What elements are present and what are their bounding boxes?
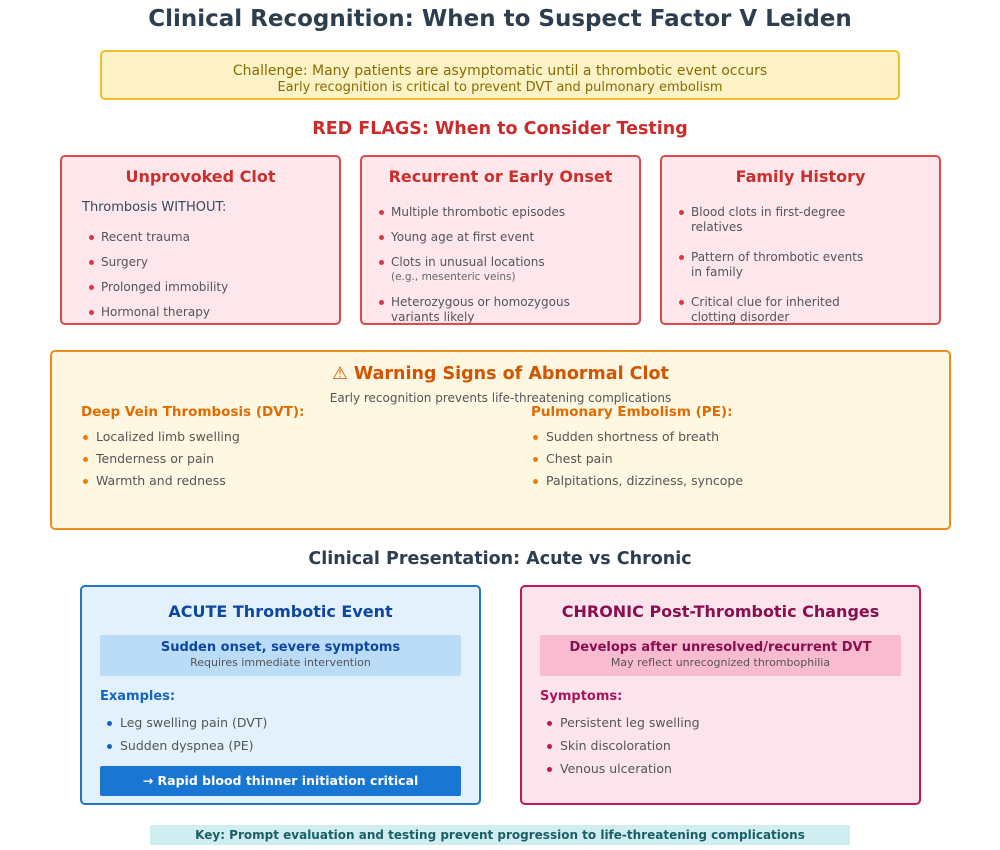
list-item: Multiple thrombotic episodes [391,205,566,219]
list-item: Hormonal therapy [101,305,210,319]
page-title: Clinical Recognition: When to Suspect Fa… [148,6,852,32]
card-title: Unprovoked Clot [125,167,276,186]
list-item: Recent trauma [101,230,190,244]
pe-heading: Pulmonary Embolism (PE): [531,404,733,420]
chronic-item: Skin discoloration [560,738,671,753]
chronic-section-label: Symptoms: [540,689,623,704]
bullet-dot [379,260,384,265]
list-item-line: relatives [691,220,743,234]
bullet-dot [379,235,384,240]
chronic-item: Venous ulceration [560,761,672,776]
list-item-line: Blood clots in first-degree [691,205,846,219]
acute-band-title: Sudden onset, severe symptoms [160,640,401,655]
chronic-title: CHRONIC Post-Thrombotic Changes [561,602,880,621]
card-title: Recurrent or Early Onset [388,167,613,186]
bullet-dot [547,744,552,749]
bullet-dot [83,435,88,440]
pe-item: Chest pain [546,451,613,466]
bullet-dot [107,721,112,726]
bullet-dot [533,435,538,440]
warning-signs-panel: ⚠ Warning Signs of Abnormal Clot Early r… [50,350,951,530]
chronic-changes-card: CHRONIC Post-Thrombotic Changes Develops… [520,585,921,805]
bullet-dot [89,260,94,265]
list-item-line: Heterozygous or homozygous [391,295,570,309]
acute-item: Leg swelling pain (DVT) [120,715,268,730]
chronic-item: Persistent leg swelling [560,715,700,730]
key-footer: Key: Prompt evaluation and testing preve… [150,825,850,845]
acute-band-subtitle: Requires immediate intervention [190,656,371,669]
chronic-band-subtitle: May reflect unrecognized thrombophilia [610,656,831,669]
bullet-dot [679,210,684,215]
list-item-line: in family [691,265,743,279]
list-item: Critical clue for inherited clotting dis… [691,295,840,325]
challenge-line-2: Early recognition is critical to prevent… [277,80,723,95]
bullet-dot [379,210,384,215]
bullet-dot [533,457,538,462]
pe-item: Sudden shortness of breath [546,429,720,444]
chronic-band-title: Develops after unresolved/recurrent DVT [569,640,872,655]
acute-action-banner: → Rapid blood thinner initiation critica… [100,766,461,796]
bullet-dot [547,721,552,726]
list-item-text: Clots in unusual locations [391,255,545,269]
pe-item: Palpitations, dizziness, syncope [546,473,744,488]
acute-summary-band: Sudden onset, severe symptoms Requires i… [100,635,461,676]
acute-event-card: ACUTE Thrombotic Event Sudden onset, sev… [80,585,481,805]
list-item-note: (e.g., mesenteric veins) [391,271,516,283]
acute-section-label: Examples: [100,689,176,704]
red-flag-card-family: Family History Blood clots in first-degr… [660,155,941,325]
bullet-dot [83,457,88,462]
list-item: Clots in unusual locations (e.g., mesent… [391,255,545,285]
bullet-dot [89,235,94,240]
warning-subtitle: Early recognition prevents life-threaten… [329,391,672,405]
list-item-line: Pattern of thrombotic events [691,250,864,264]
bullet-dot [83,479,88,484]
challenge-banner: Challenge: Many patients are asymptomati… [100,50,900,100]
dvt-item: Warmth and redness [96,473,226,488]
dvt-item: Localized limb swelling [96,429,240,444]
red-flags-heading: RED FLAGS: When to Consider Testing [312,119,688,139]
card-title: Family History [735,167,866,186]
list-item-line: clotting disorder [691,310,790,324]
red-flag-card-unprovoked: Unprovoked Clot Thrombosis WITHOUT: Rece… [60,155,341,325]
bullet-dot [679,300,684,305]
challenge-line-1: Challenge: Many patients are asymptomati… [232,63,768,79]
list-item: Blood clots in first-degree relatives [691,205,845,235]
bullet-dot [679,255,684,260]
list-item-line: variants likely [391,310,475,324]
list-item: Pattern of thrombotic events in family [691,250,863,280]
dvt-heading: Deep Vein Thrombosis (DVT): [81,404,305,420]
dvt-item: Tenderness or pain [96,451,215,466]
bullet-dot [547,767,552,772]
list-item: Heterozygous or homozygous variants like… [391,295,570,325]
card-intro: Thrombosis WITHOUT: [82,200,227,215]
bullet-dot [107,744,112,749]
bullet-dot [89,285,94,290]
bullet-dot [533,479,538,484]
bullet-dot [379,300,384,305]
list-item-line: Critical clue for inherited [691,295,840,309]
list-item: Young age at first event [391,230,535,244]
bullet-dot [89,310,94,315]
chronic-summary-band: Develops after unresolved/recurrent DVT … [540,635,901,676]
presentation-heading: Clinical Presentation: Acute vs Chronic [308,549,692,569]
list-item: Surgery [101,255,148,269]
red-flag-card-recurrent: Recurrent or Early Onset Multiple thromb… [360,155,641,325]
acute-title: ACUTE Thrombotic Event [168,602,393,621]
warning-title: ⚠ Warning Signs of Abnormal Clot [332,364,669,384]
list-item: Prolonged immobility [101,280,229,294]
acute-item: Sudden dyspnea (PE) [120,738,254,753]
